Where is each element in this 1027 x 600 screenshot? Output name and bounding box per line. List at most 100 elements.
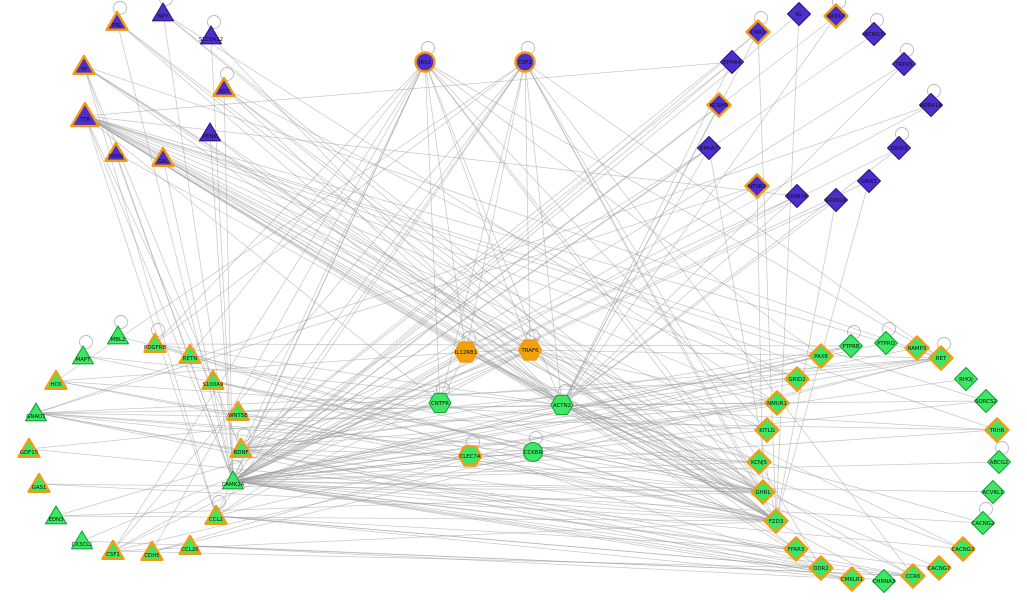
graph-node-abcg2[interactable]: ABCG2 (986, 449, 1012, 475)
graph-node-pdyn[interactable]: PDYN (104, 141, 128, 163)
graph-node-grin3a[interactable]: GRIN3A (784, 183, 810, 209)
triangle-node-shape[interactable] (71, 345, 95, 365)
graph-node-traf6[interactable]: TRAF6 (517, 339, 543, 361)
graph-node-cntfr[interactable]: CNTFR (428, 392, 452, 414)
graph-node-gpr17[interactable]: GPR17 (823, 3, 849, 29)
graph-node-tf[interactable]: TF (72, 54, 96, 76)
triangle-node-shape[interactable] (178, 534, 202, 555)
triangle-node-shape[interactable] (151, 2, 175, 22)
graph-node-sst[interactable]: SST (212, 76, 236, 98)
graph-node-acvrl1[interactable]: ACVRL1 (980, 479, 1006, 505)
triangle-node-shape[interactable] (27, 472, 51, 493)
diamond-node-shape[interactable] (745, 19, 771, 45)
circle-node-shape[interactable] (514, 51, 536, 73)
diamond-node-shape[interactable] (784, 183, 810, 209)
graph-node-epha4[interactable]: EPHA4 (719, 49, 745, 75)
graph-node-npy[interactable]: NPY (151, 2, 175, 22)
triangle-node-shape[interactable] (201, 369, 225, 390)
hexagon-node-shape[interactable] (428, 392, 452, 414)
graph-node-cckbr[interactable]: CCKBR (522, 441, 544, 463)
triangle-node-shape[interactable] (72, 54, 96, 76)
graph-node-ptprb[interactable]: PTPRB (838, 333, 864, 359)
circle-node-shape[interactable] (414, 51, 436, 73)
diamond-node-shape[interactable] (891, 51, 917, 77)
graph-node-kcng3[interactable]: KCNG3 (861, 21, 887, 47)
graph-node-grik1[interactable]: GRIK1 (856, 168, 882, 194)
diamond-node-shape[interactable] (984, 417, 1010, 443)
triangle-node-shape[interactable] (143, 332, 167, 353)
diamond-node-shape[interactable] (838, 333, 864, 359)
graph-node-cacng7[interactable]: CACNG7 (926, 555, 952, 581)
diamond-node-shape[interactable] (783, 536, 809, 562)
triangle-node-shape[interactable] (101, 539, 125, 560)
diamond-node-shape[interactable] (871, 568, 897, 594)
triangle-node-shape[interactable] (199, 25, 223, 45)
diamond-node-shape[interactable] (970, 510, 996, 536)
triangle-node-shape[interactable] (24, 402, 48, 422)
graph-node-actn2[interactable]: ACTN2 (550, 394, 574, 416)
graph-node-il12rb1[interactable]: IL12RB1 (453, 341, 479, 363)
graph-node-slc6a12[interactable]: SLC6A12 (199, 25, 223, 45)
graph-node-kitlg[interactable]: KITLG (754, 417, 780, 443)
graph-node-cdh5[interactable]: CDH5 (140, 540, 164, 561)
graph-node-prl[interactable]: PRL (105, 10, 129, 31)
diamond-node-shape[interactable] (823, 3, 849, 29)
hexagon-node-shape[interactable] (453, 341, 479, 363)
graph-node-gas1[interactable]: GAS1 (27, 472, 51, 493)
graph-node-ccl2[interactable]: CCL2 (204, 504, 228, 525)
diamond-node-shape[interactable] (973, 388, 999, 414)
graph-node-cx3cl1[interactable]: CX3CL1 (70, 530, 94, 550)
graph-node-penk[interactable]: PENK (198, 122, 222, 142)
diamond-node-shape[interactable] (986, 449, 1012, 475)
triangle-node-shape[interactable] (204, 504, 228, 525)
triangle-node-shape[interactable] (212, 76, 236, 98)
graph-node-csf2[interactable]: CSF2 (514, 51, 536, 73)
graph-node-pax8[interactable]: PAX8 (808, 343, 834, 369)
graph-node-gnao1[interactable]: GNAO1 (24, 402, 48, 422)
graph-node-gria3[interactable]: GRIA3 (886, 135, 912, 161)
graph-node-trhr[interactable]: TRHR (984, 417, 1010, 443)
triangle-node-shape[interactable] (151, 146, 175, 168)
diamond-node-shape[interactable] (696, 135, 722, 161)
diamond-node-shape[interactable] (744, 173, 770, 199)
graph-node-cacng3[interactable]: CACNG3 (950, 536, 976, 562)
graph-node-kcnh5[interactable]: KCNH5 (706, 92, 732, 118)
graph-node-irs1[interactable]: IRS1 (414, 51, 436, 73)
diamond-node-shape[interactable] (861, 21, 887, 47)
triangle-node-shape[interactable] (44, 505, 68, 525)
triangle-node-shape[interactable] (140, 540, 164, 561)
graph-node-mbl2[interactable]: MBL2 (106, 325, 130, 345)
hexagon-node-shape[interactable] (550, 394, 574, 416)
diamond-node-shape[interactable] (886, 135, 912, 161)
hexagon-node-shape[interactable] (517, 339, 543, 361)
diamond-node-shape[interactable] (950, 536, 976, 562)
diamond-node-shape[interactable] (873, 330, 899, 356)
graph-node-ddr2[interactable]: DDR2 (808, 555, 834, 581)
triangle-node-shape[interactable] (198, 122, 222, 142)
diamond-node-shape[interactable] (904, 335, 930, 361)
triangle-node-shape[interactable] (17, 437, 41, 458)
graph-node-kl[interactable]: KL (786, 1, 812, 27)
graph-node-ghrl[interactable]: GHRL (750, 479, 776, 505)
hexagon-node-shape[interactable] (457, 445, 483, 467)
triangle-node-shape[interactable] (221, 470, 245, 490)
graph-node-ptpro[interactable]: PTPRO (873, 330, 899, 356)
diamond-node-shape[interactable] (839, 566, 865, 592)
graph-node-ret[interactable]: RET (928, 345, 954, 371)
graph-node-cacng2[interactable]: CACNG2 (970, 510, 996, 536)
diamond-node-shape[interactable] (980, 479, 1006, 505)
triangle-node-shape[interactable] (105, 10, 129, 31)
triangle-node-shape[interactable] (70, 530, 94, 550)
graph-node-hck[interactable]: HCK (44, 369, 68, 390)
diamond-node-shape[interactable] (808, 343, 834, 369)
diamond-node-shape[interactable] (746, 449, 772, 475)
graph-node-clec7a[interactable]: CLEC7A (457, 445, 483, 467)
diamond-node-shape[interactable] (754, 417, 780, 443)
graph-node-pdgfrb[interactable]: PDGFRB (143, 332, 167, 353)
diamond-node-shape[interactable] (808, 555, 834, 581)
graph-node-ccr6[interactable]: CCR6 (900, 563, 926, 589)
graph-node-cnr1[interactable]: CNR1 (745, 19, 771, 45)
diamond-node-shape[interactable] (706, 92, 732, 118)
diamond-node-shape[interactable] (823, 187, 849, 213)
graph-node-mapt[interactable]: MAPT (71, 345, 95, 365)
